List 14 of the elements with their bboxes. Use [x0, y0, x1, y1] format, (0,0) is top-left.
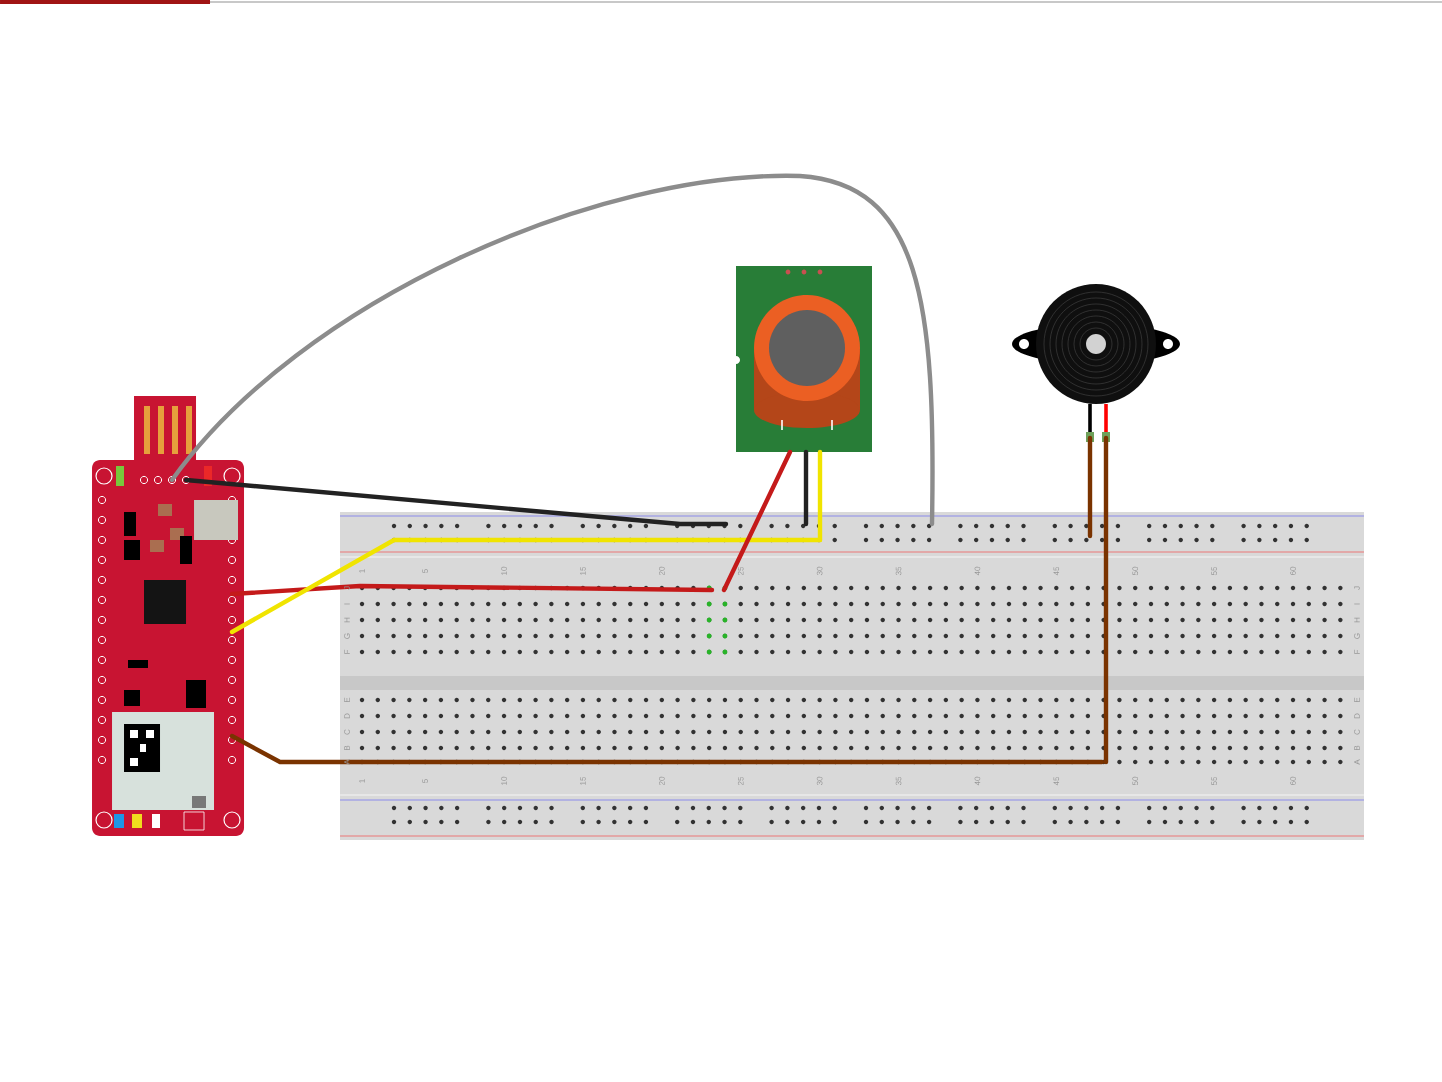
wire [1103, 435, 1109, 765]
wire [229, 583, 715, 597]
wire [803, 449, 809, 527]
buzzer-drawing [1012, 284, 1180, 442]
wire [229, 537, 823, 635]
wire [169, 173, 935, 527]
wire [183, 477, 729, 527]
wire [229, 733, 1105, 765]
wire [1087, 435, 1093, 539]
circuit-board-drawing [92, 396, 244, 836]
gas-sensor-drawing [732, 266, 872, 452]
wire [721, 449, 793, 593]
wire [817, 449, 823, 543]
breadboard-drawing [339, 512, 1365, 840]
